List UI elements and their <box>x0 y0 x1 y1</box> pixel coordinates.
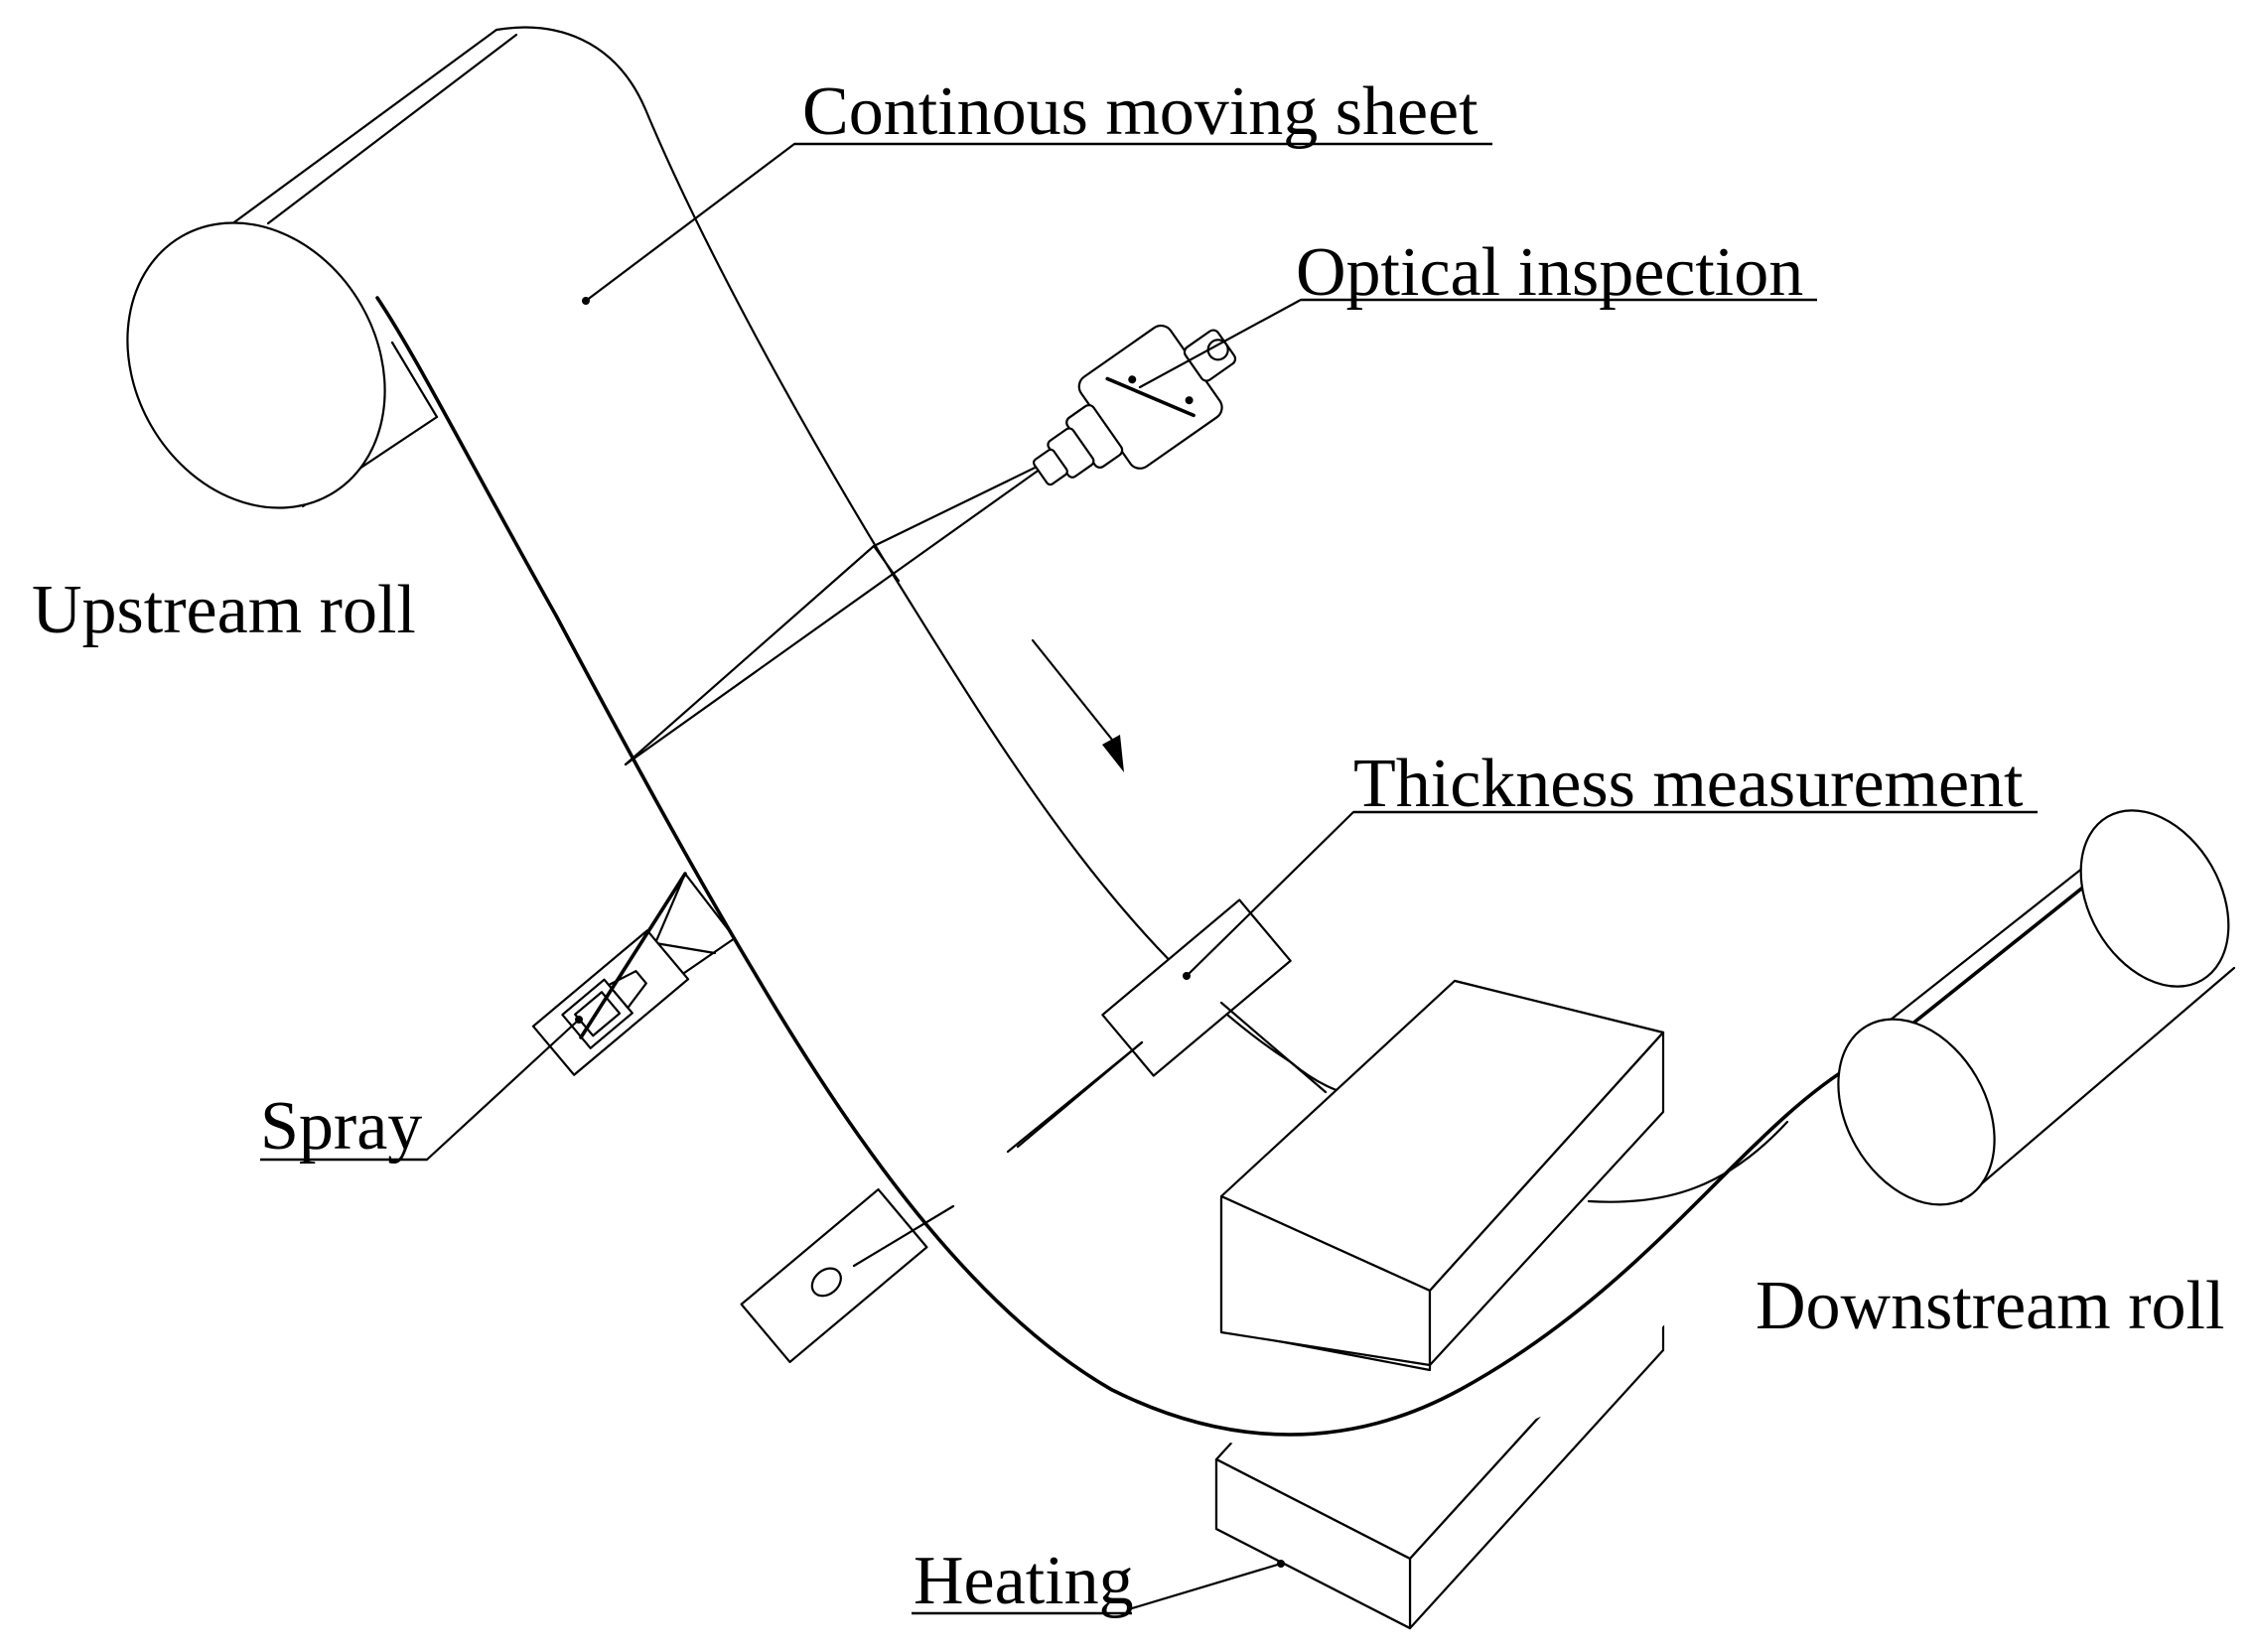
label-sheet: Continous moving sheet <box>794 73 1492 150</box>
leader-lines <box>425 142 1355 1610</box>
label-thickness: Thickness measurement <box>1353 746 2038 822</box>
flow-direction-arrow <box>1031 638 1124 772</box>
heating-block-upper <box>1219 979 1665 1372</box>
label-spray: Spray <box>260 1088 427 1165</box>
label-heating: Heating <box>912 1543 1134 1619</box>
heating-label: Heating <box>914 1543 1134 1619</box>
spray-nozzle <box>531 872 737 1076</box>
thickness-label: Thickness measurement <box>1353 746 2024 822</box>
upstream-roll <box>126 28 518 509</box>
upstream-label: Upstream roll <box>32 572 416 648</box>
thickness-sensor-upper <box>1006 898 1328 1154</box>
spray-label: Spray <box>260 1088 422 1165</box>
thickness-sensor-lower <box>740 1187 955 1364</box>
optical-label: Optical inspection <box>1296 234 1803 311</box>
label-optical: Optical inspection <box>1296 234 1817 311</box>
downstream-label: Downstream roll <box>1756 1268 2224 1344</box>
sheet-label: Continous moving sheet <box>802 73 1479 150</box>
downstream-roll <box>1837 809 2236 1206</box>
